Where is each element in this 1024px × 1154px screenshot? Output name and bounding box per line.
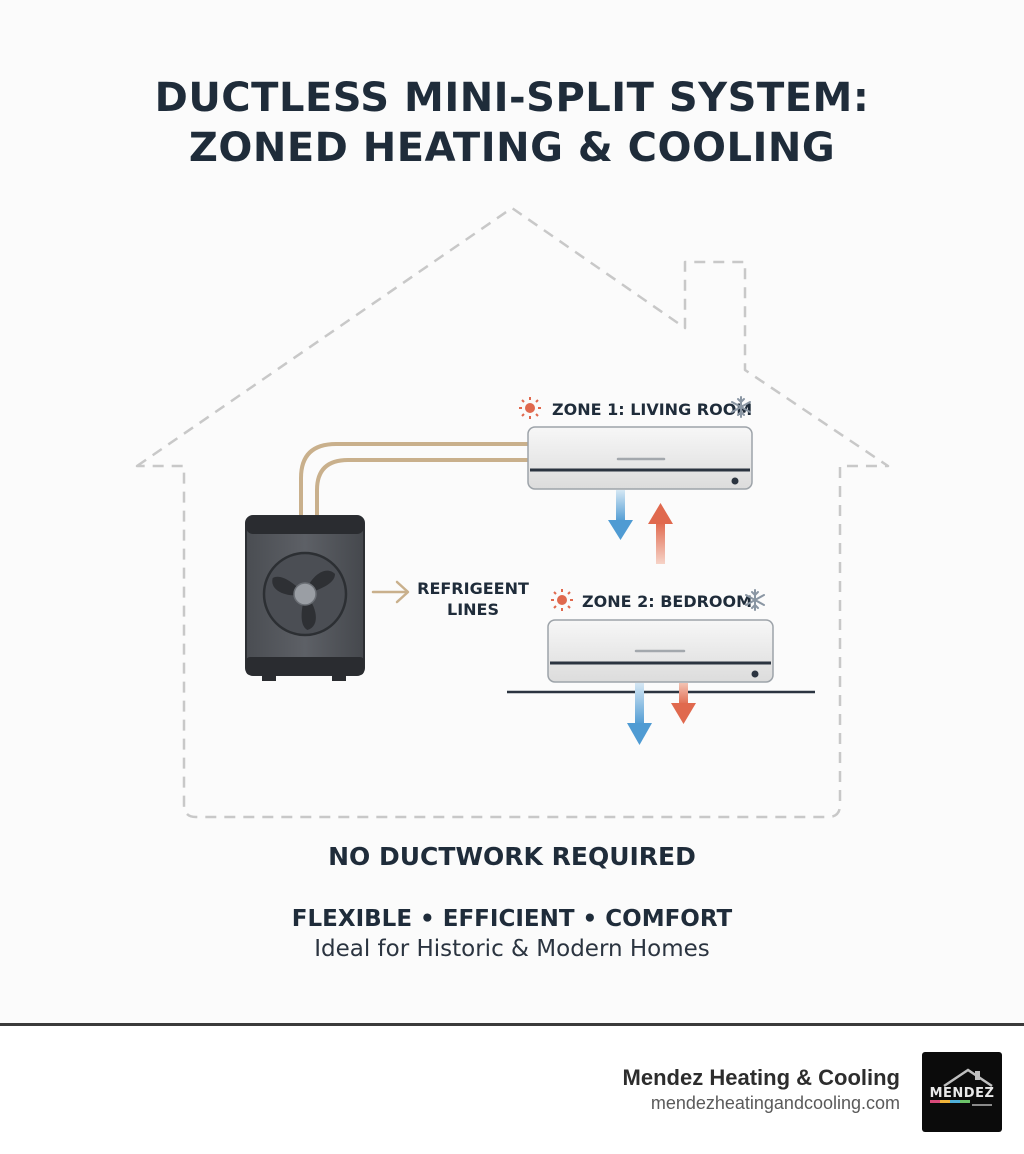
- no-ductwork-caption: NO DUCTWORK REQUIRED: [328, 842, 696, 871]
- zone-2-indoor-unit: [547, 619, 774, 683]
- house-logo-icon: [930, 1068, 993, 1106]
- refrigerant-lines-label-2: LINES: [447, 600, 499, 619]
- brand-block: Mendez Heating & Cooling mendezheatingan…: [623, 1064, 900, 1114]
- sun-icon: [551, 589, 573, 611]
- snowflake-icon: [731, 396, 751, 418]
- logo-text: MENDEZ: [929, 1086, 995, 1101]
- arrow-down-icon: [671, 683, 696, 724]
- ideal-homes-caption: Ideal for Historic & Modern Homes: [314, 936, 710, 962]
- company-logo: MENDEZ: [922, 1052, 1002, 1132]
- arrow-right-icon: [371, 580, 410, 604]
- zone-1-label-group: ZONE 1: LIVING ROOM: [519, 396, 752, 419]
- diagram-title-line-2: ZONED HEATING & COOLING: [188, 125, 836, 171]
- company-name: Mendez Heating & Cooling: [622, 1065, 900, 1090]
- fan-icon: [262, 551, 348, 637]
- arrow-up-icon: [648, 503, 673, 564]
- zone-1-label: ZONE 1: LIVING ROOM: [552, 400, 752, 419]
- refrigerant-lines-label-1: REFRIGEENT: [417, 579, 529, 598]
- zone-1-indoor-unit: [527, 426, 753, 490]
- arrow-down-icon: [608, 490, 633, 540]
- zone-2-label: ZONE 2: BEDROOM: [582, 592, 752, 611]
- footer: [0, 1026, 1024, 1154]
- house-outline: [135, 206, 890, 819]
- outdoor-condenser-unit: [245, 515, 365, 681]
- snowflake-icon: [745, 589, 765, 611]
- arrow-down-icon: [627, 683, 652, 745]
- refrigerant-pipes: [299, 442, 530, 520]
- sun-icon: [519, 397, 541, 419]
- zone-2-label-group: ZONE 2: BEDROOM: [551, 589, 765, 611]
- company-website[interactable]: mendezheatingandcooling.com: [650, 1093, 900, 1113]
- footer-divider: [0, 1023, 1024, 1026]
- benefits-caption: FLEXIBLE • EFFICIENT • COMFORT: [291, 906, 733, 932]
- diagram-title-line-1: DUCTLESS MINI-SPLIT SYSTEM:: [154, 75, 870, 121]
